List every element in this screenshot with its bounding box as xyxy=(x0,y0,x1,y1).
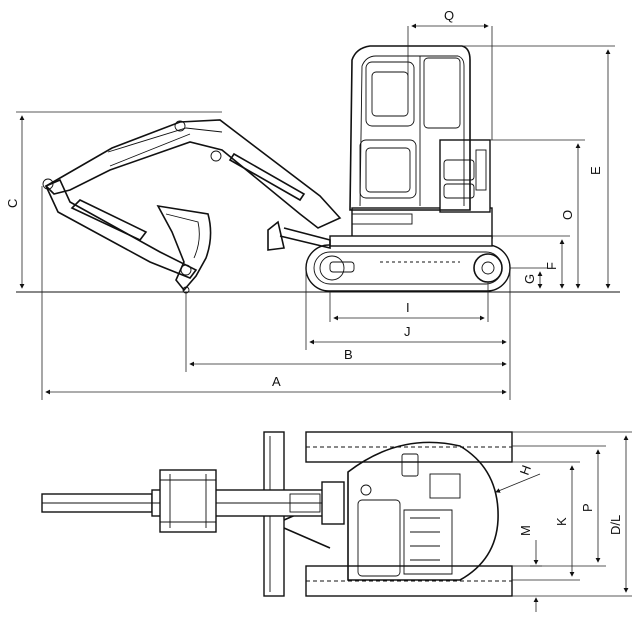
arm xyxy=(44,178,198,279)
upper-structure xyxy=(329,139,493,247)
label-j: J xyxy=(404,324,411,339)
label-g: G xyxy=(522,274,537,284)
upper-body-top xyxy=(347,441,499,581)
label-a: A xyxy=(272,374,281,389)
label-k: K xyxy=(554,517,569,526)
dimension-lines-side xyxy=(16,23,615,400)
label-e: E xyxy=(588,166,603,175)
bucket xyxy=(156,204,212,294)
dimension-labels-top: D/L P K M H xyxy=(517,463,623,536)
top-view: D/L P K M H xyxy=(41,431,632,612)
label-q: Q xyxy=(444,8,454,23)
dimension-lines-top xyxy=(495,431,632,612)
bucket-top xyxy=(159,469,217,533)
dimension-labels-side: Q C E O F G I J B A xyxy=(5,8,603,389)
label-h: H xyxy=(517,463,534,477)
track-top-lower xyxy=(305,565,513,597)
track-side xyxy=(305,244,511,292)
label-b: B xyxy=(344,347,353,362)
side-view: Q C E O F G I J B A xyxy=(5,8,620,400)
label-c: C xyxy=(5,199,20,208)
label-i: I xyxy=(406,300,410,315)
label-p: P xyxy=(580,503,595,512)
label-f: F xyxy=(544,262,559,270)
boom xyxy=(42,119,342,229)
label-o: O xyxy=(560,210,575,220)
track-top-upper xyxy=(305,431,513,463)
label-m: M xyxy=(518,525,533,536)
dozer-blade-side xyxy=(267,220,331,251)
label-d-l: D/L xyxy=(608,515,623,535)
